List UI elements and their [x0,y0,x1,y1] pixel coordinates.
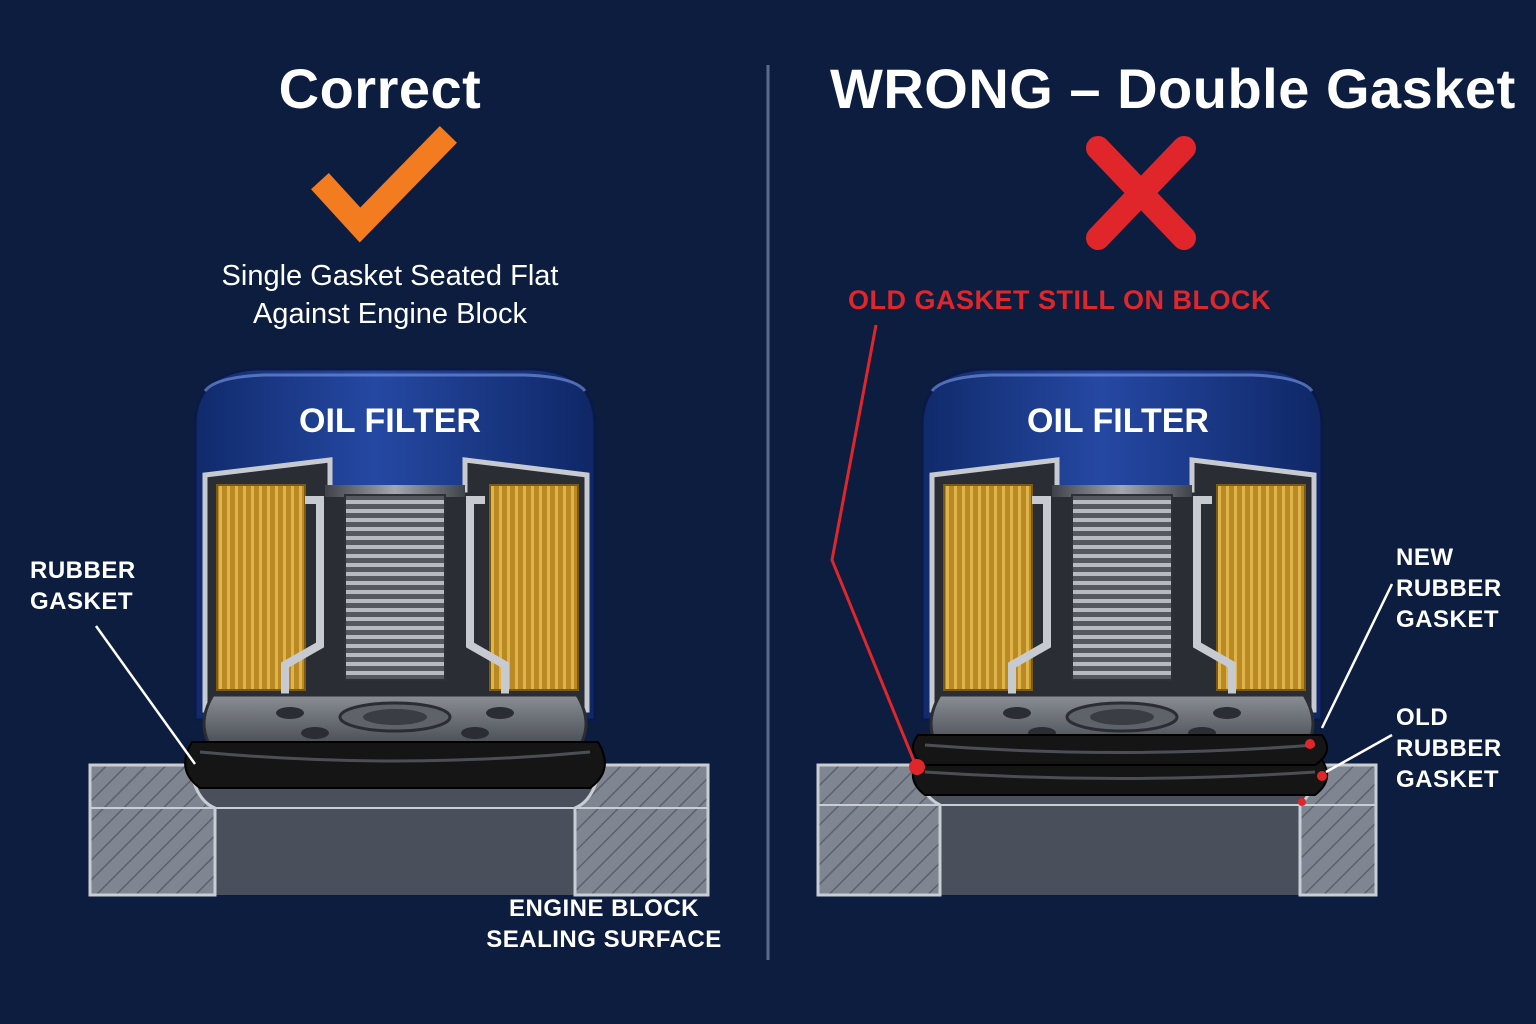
correct-subtitle: Single Gasket Seated Flat Against Engine… [190,257,590,333]
new-rubber-gasket-callout: NEW RUBBER GASKET [1396,542,1526,635]
cross-icon [1086,136,1196,250]
correct-subtitle-line-1: Single Gasket Seated Flat [221,260,559,292]
old-gasket-callout-line-3: GASKET [1396,766,1500,793]
oil-filter-label-left: OIL FILTER [299,402,481,440]
engine-block-callout-line-2: SEALING SURFACE [486,926,722,953]
correct-title: Correct [278,57,482,120]
rubber-gasket-leader-line [94,625,197,765]
old-rubber-gasket-callout: OLD RUBBER GASKET [1396,702,1526,795]
rubber-gasket-callout-line-2: GASKET [30,588,134,615]
rubber-gasket-callout: RUBBER GASKET [30,555,190,617]
correct-subtitle-line-2: Against Engine Block [252,298,528,330]
new-gasket-marker-dot [1305,739,1315,749]
wrong-title: WRONG – Double Gasket [830,57,1516,120]
oil-filter-label-right: OIL FILTER [1027,402,1209,440]
check-icon [311,126,457,243]
old-gasket-marker-dot [1317,771,1327,781]
old-gasket-warning-leader-line [830,324,918,767]
new-gasket-right [911,734,1329,780]
new-gasket-callout-line-1: NEW [1396,544,1454,571]
gasket-left [184,741,606,789]
new-gasket-callout-line-3: GASKET [1396,606,1500,633]
leak-marker-dot [1298,798,1306,806]
rubber-gasket-callout-line-1: RUBBER [30,557,136,584]
new-gasket-leader-line [1320,583,1394,729]
old-gasket-warning-label: OLD GASKET STILL ON BLOCK [848,285,1271,315]
old-gasket-callout-line-2: RUBBER [1396,735,1502,762]
old-gasket-leader-line [1325,733,1393,774]
engine-block-callout-line-1: ENGINE BLOCK [508,895,699,922]
warning-marker-dot [909,759,925,775]
engine-block-callout: ENGINE BLOCK SEALING SURFACE [484,893,724,955]
old-gasket-callout-line-1: OLD [1396,704,1449,731]
new-gasket-callout-line-2: RUBBER [1396,575,1502,602]
